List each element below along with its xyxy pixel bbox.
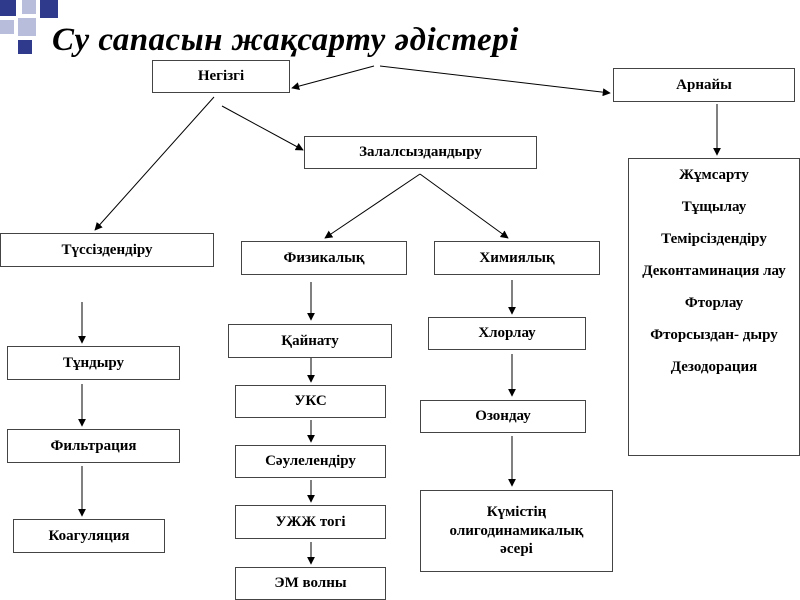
special-item: Фторсыздан- дыру (650, 327, 778, 343)
node-fizikalyq: Физикалық (241, 241, 407, 275)
arrow-to-negizgi (291, 65, 375, 90)
corner-square-light-1 (22, 0, 36, 14)
special-methods-list: Жұмсарту Тұщылау Темірсіздендіру Деконта… (628, 158, 800, 456)
node-uks: УКС (235, 385, 386, 418)
arrow-to-arnaiy (379, 65, 611, 97)
node-uzhzh: УЖЖ тогі (235, 505, 386, 539)
node-arnaiy: Арнайы (613, 68, 795, 102)
special-item: Дезодорация (670, 359, 758, 375)
special-item: Жұмсарту (679, 167, 749, 183)
node-filtratsiya: Фильтрация (7, 429, 180, 463)
special-item: Тұщылау (681, 199, 747, 215)
corner-square-dark-2 (40, 0, 58, 18)
arrow-to-fizikalyq (324, 173, 421, 239)
node-qainatu: Қайнату (228, 324, 392, 358)
arrow-to-himiyalyq (419, 173, 509, 239)
node-hlorlau: Хлорлау (428, 317, 586, 350)
corner-square-light-2 (0, 20, 14, 34)
arrow-to-tussizdendiru (94, 96, 215, 231)
special-item: Фторлау (684, 295, 744, 311)
node-himiyalyq: Химиялық (434, 241, 600, 275)
node-tundyru: Тұндыру (7, 346, 180, 380)
special-item: Деконтаминация лау (642, 263, 786, 279)
special-item: Темірсіздендіру (661, 231, 767, 247)
corner-square-light-3 (18, 18, 36, 36)
node-em: ЭМ волны (235, 567, 386, 600)
node-tussizdendiru: Түссіздендіру (0, 233, 214, 267)
arrow-to-zalalsyzdandyru (221, 105, 304, 151)
slide-title: Су сапасын жақсарту әдістері (52, 22, 519, 58)
node-zalalsyzdandyru: Залалсыздандыру (304, 136, 537, 169)
node-saulelendiru: Сәулелендіру (235, 445, 386, 478)
corner-square-dark-3 (18, 40, 32, 54)
node-koagulyatsiya: Коагуляция (13, 519, 165, 553)
corner-square-dark-1 (0, 0, 16, 16)
node-ozondau: Озондау (420, 400, 586, 433)
node-negizgi: Негізгі (152, 60, 290, 93)
node-kumis: Күмістің олигодинамикалық әсері (420, 490, 613, 572)
